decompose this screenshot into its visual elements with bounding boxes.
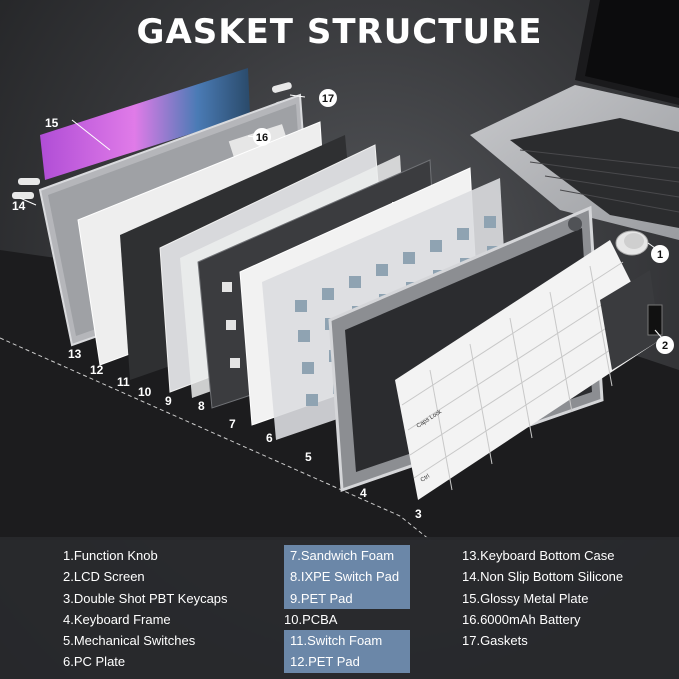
gasket <box>271 82 292 93</box>
callout-badge-2 <box>656 336 674 354</box>
legend-item-17: 17.Gaskets <box>462 633 528 649</box>
legend-item-5: 5.Mechanical Switches <box>63 633 196 649</box>
page-title: GASKET STRUCTURE <box>136 12 543 52</box>
ctrl-key-label: Ctrl <box>420 474 431 484</box>
callout-10: 10 <box>138 385 152 399</box>
callout-4: 4 <box>360 486 367 500</box>
callout-7: 7 <box>229 417 236 431</box>
callout-16: 16 <box>256 132 268 144</box>
legend-column-2: 7.Sandwich Foam 8.IXPE Switch Pad 9.PET … <box>284 545 410 673</box>
legend-item-11: 11.Switch Foam <box>284 630 410 652</box>
legend-item-2: 2.LCD Screen <box>63 569 145 585</box>
callout-badge-16 <box>253 128 271 146</box>
callout-13: 13 <box>68 347 82 361</box>
lcd-screen <box>647 304 663 336</box>
knob-hole <box>568 217 582 231</box>
dark-modifier-keys <box>600 270 660 370</box>
gasket <box>12 192 34 199</box>
legend-item-12: 12.PET Pad <box>284 651 410 673</box>
legend-column-1: 1.Function Knob 2.LCD Screen 3.Double Sh… <box>63 545 228 673</box>
callout-6: 6 <box>266 431 273 445</box>
callout-12: 12 <box>90 363 104 377</box>
gasket <box>18 178 40 185</box>
legend-item-13: 13.Keyboard Bottom Case <box>462 548 615 563</box>
component-legend: 1.Function Knob 2.LCD Screen 3.Double Sh… <box>0 537 679 679</box>
callout-14: 14 <box>12 199 26 213</box>
callout-3: 3 <box>415 507 422 521</box>
callout-11: 11 <box>117 375 130 389</box>
legend-item-14: 14.Non Slip Bottom Silicone <box>462 569 624 585</box>
callout-8: 8 <box>198 399 205 413</box>
legend-item-9: 9.PET Pad <box>284 587 410 609</box>
callout-badge-1 <box>651 245 669 263</box>
legend-column-3: 13.Keyboard Bottom Case 14.Non Slip Bott… <box>462 545 623 651</box>
keycap-set <box>395 240 660 500</box>
legend-item-15: 15.Glossy Metal Plate <box>462 590 589 606</box>
callout-5: 5 <box>305 450 312 464</box>
keycap-grid <box>401 261 651 491</box>
legend-item-16: 16.6000mAh Battery <box>462 611 581 627</box>
legend-item-3: 3.Double Shot PBT Keycaps <box>63 590 228 606</box>
callout-badge-17 <box>319 89 337 107</box>
desk-mat-stitching <box>0 337 431 541</box>
legend-item-8: 8.IXPE Switch Pad <box>284 566 410 588</box>
callout-2: 2 <box>662 340 668 352</box>
laptop <box>470 0 679 240</box>
callout-9: 9 <box>165 394 172 408</box>
legend-item-1: 1.Function Knob <box>63 548 158 563</box>
legend-item-7: 7.Sandwich Foam <box>284 545 410 567</box>
legend-item-10: 10.PCBA <box>284 611 338 627</box>
callout-1: 1 <box>657 249 663 261</box>
legend-item-4: 4.Keyboard Frame <box>63 611 171 627</box>
glossy-metal-plate <box>40 68 250 180</box>
callout-15: 15 <box>45 116 59 130</box>
legend-item-6: 6.PC Plate <box>63 654 126 670</box>
callout-17: 17 <box>322 93 334 105</box>
